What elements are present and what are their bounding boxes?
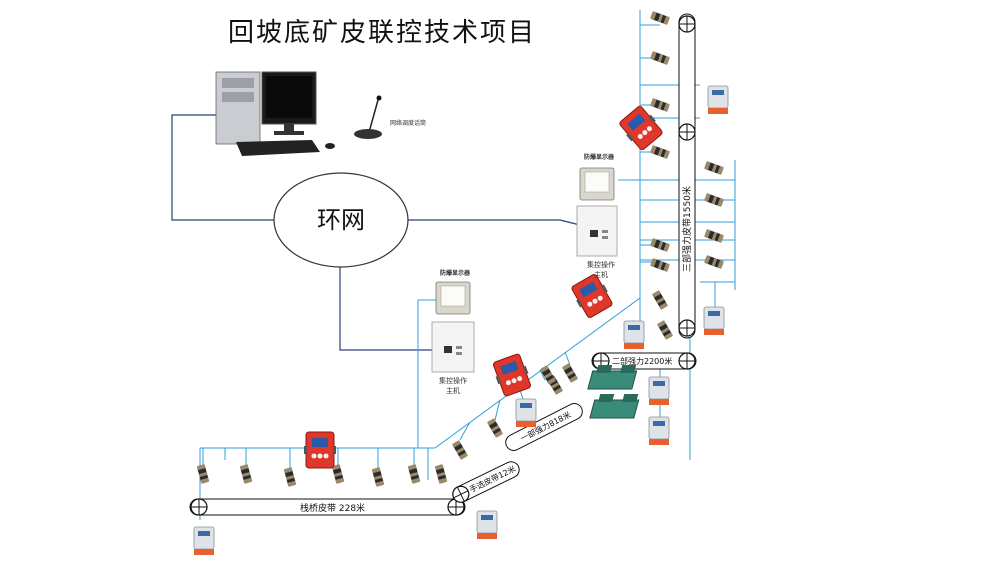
sensor-icon [562, 363, 578, 383]
lower-control-station[interactable] [431, 281, 475, 373]
ring-network[interactable] [273, 172, 409, 268]
sensor-icon [371, 467, 385, 487]
junction-box-icon [623, 320, 645, 350]
sensor-icon [487, 418, 503, 438]
sensor-icon [650, 98, 670, 112]
sensor-icon [239, 464, 253, 484]
sensor-icon [452, 440, 468, 460]
drive-units [587, 365, 640, 419]
belt-trestle[interactable]: 栈桥皮带 228米 [189, 498, 466, 516]
keyboard [236, 140, 320, 156]
lower-host-label: 集控操作 主机 [439, 377, 467, 395]
sensor-icon [650, 51, 670, 65]
sensor-icon [283, 467, 297, 487]
belt-first-strong[interactable]: 一部强力818米 [503, 401, 585, 453]
sensor-icon [652, 290, 668, 310]
sensor-icon [650, 11, 670, 25]
upper-control-station[interactable] [576, 167, 618, 257]
sensor-icon [704, 255, 724, 269]
junction-box-icon [193, 526, 215, 556]
mouse [325, 143, 335, 149]
upper-display-label: 防爆显示器 [584, 154, 615, 161]
junction-box-icon [648, 376, 670, 406]
junction-box-icon [476, 510, 498, 540]
junction-box-icon [648, 416, 670, 446]
belt-label: 栈桥皮带 228米 [300, 502, 365, 514]
junction-boxes [193, 85, 729, 556]
junction-box-icon [703, 306, 725, 336]
controller-icon [616, 103, 666, 153]
page-title: 回坡底矿皮联控技术项目 [228, 18, 537, 48]
drive-unit-icon [587, 365, 638, 390]
sensor-icon [704, 161, 724, 175]
controller-icon [490, 352, 534, 398]
network-link-computer [171, 114, 280, 221]
cables [199, 10, 736, 520]
microphone-label: 网络调度话筒 [390, 120, 427, 127]
lower-display-label: 防爆显示器 [440, 270, 471, 277]
upper-host-label: 集控操作 主机 [587, 261, 615, 279]
belt-third-strong[interactable]: 三部强力皮带1550米 [678, 13, 696, 339]
belt-second-strong[interactable]: 二部强力2200米 [591, 352, 697, 370]
junction-box-icon [515, 398, 537, 428]
belt-hand-sorting[interactable]: 手选皮带12米 [449, 459, 522, 506]
sensor-icon [704, 193, 724, 207]
belt-label: 二部强力2200米 [612, 356, 672, 366]
belt-label: 三部强力皮带1550米 [681, 186, 693, 272]
sensor-icon [196, 464, 210, 484]
junction-box-icon [707, 85, 729, 115]
sensor-icon [650, 145, 670, 159]
network-link-lower-station [339, 262, 440, 351]
microphone-icon [354, 95, 382, 139]
sensor-icon [704, 229, 724, 243]
sensor-icon [434, 464, 448, 484]
ring-network-label: 环网 [317, 206, 365, 234]
network-lines [171, 114, 581, 351]
controller-icon [303, 431, 337, 469]
sensor-icon [407, 464, 421, 484]
sensor-icon [657, 320, 673, 340]
drive-unit-icon [589, 394, 640, 419]
control-host [431, 321, 475, 373]
control-computer[interactable] [215, 71, 382, 156]
